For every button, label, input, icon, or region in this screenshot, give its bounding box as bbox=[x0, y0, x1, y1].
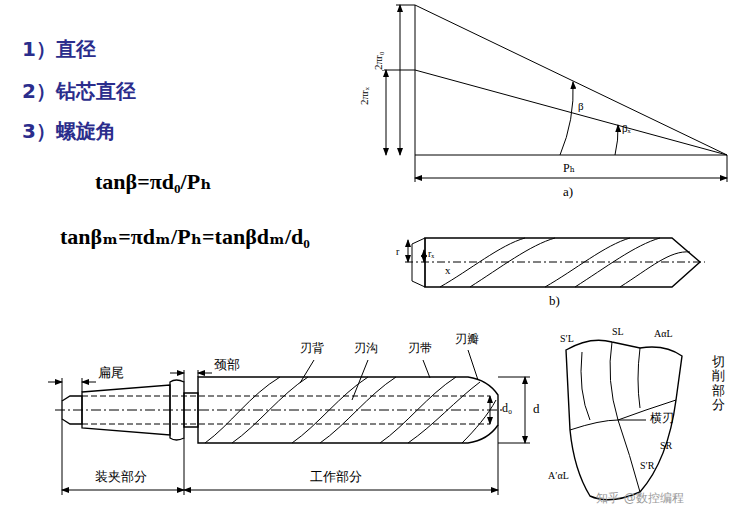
part-name: 装夹部分 bbox=[95, 470, 147, 484]
dimension-label: rₓ bbox=[428, 248, 434, 259]
figure-label: a) bbox=[563, 185, 573, 199]
watermark: 知乎 @数控编程 bbox=[596, 492, 684, 505]
figure-label: b) bbox=[549, 294, 560, 308]
dimension-label: d bbox=[533, 402, 540, 416]
dimension-label: Pₕ bbox=[563, 162, 575, 175]
face-label: A′αL bbox=[548, 470, 569, 481]
part-name: 刃瓣 bbox=[455, 333, 479, 346]
angle-label: β bbox=[578, 100, 584, 112]
list-item: 1）直径 bbox=[22, 38, 96, 60]
dimension-label: 2πr₀ bbox=[372, 51, 384, 70]
part-name: 刃带 bbox=[408, 342, 432, 355]
part-name: 工作部分 bbox=[310, 470, 362, 484]
dimension-label: 2πrₓ bbox=[358, 87, 370, 105]
part-name: 横刃 bbox=[650, 412, 674, 425]
edge-label: S′R bbox=[640, 460, 654, 471]
part-name: 扁尾 bbox=[98, 366, 124, 380]
dimension-label: d₀ bbox=[502, 402, 512, 415]
list-item: 3）螺旋角 bbox=[22, 120, 116, 142]
face-label: AαL bbox=[654, 328, 673, 339]
part-name: 刃沟 bbox=[354, 342, 378, 355]
edge-label: SR bbox=[660, 440, 672, 451]
dimension-label: r bbox=[396, 246, 399, 257]
point-label: x bbox=[445, 264, 451, 276]
angle-label: βₓ bbox=[622, 122, 631, 134]
formula: tanβₘ=πdₘ/Pₕ=tanβdₘ/d₀ bbox=[60, 225, 310, 249]
part-name: 颈部 bbox=[214, 358, 240, 372]
part-name: 刃背 bbox=[300, 342, 324, 355]
formula: tanβ=πd₀/Pₕ bbox=[95, 170, 212, 194]
edge-label: SL bbox=[612, 326, 624, 337]
list-item: 2）钻芯直径 bbox=[22, 80, 136, 102]
part-name: 切削部分 bbox=[712, 355, 725, 412]
edge-label: S′L bbox=[560, 333, 574, 344]
